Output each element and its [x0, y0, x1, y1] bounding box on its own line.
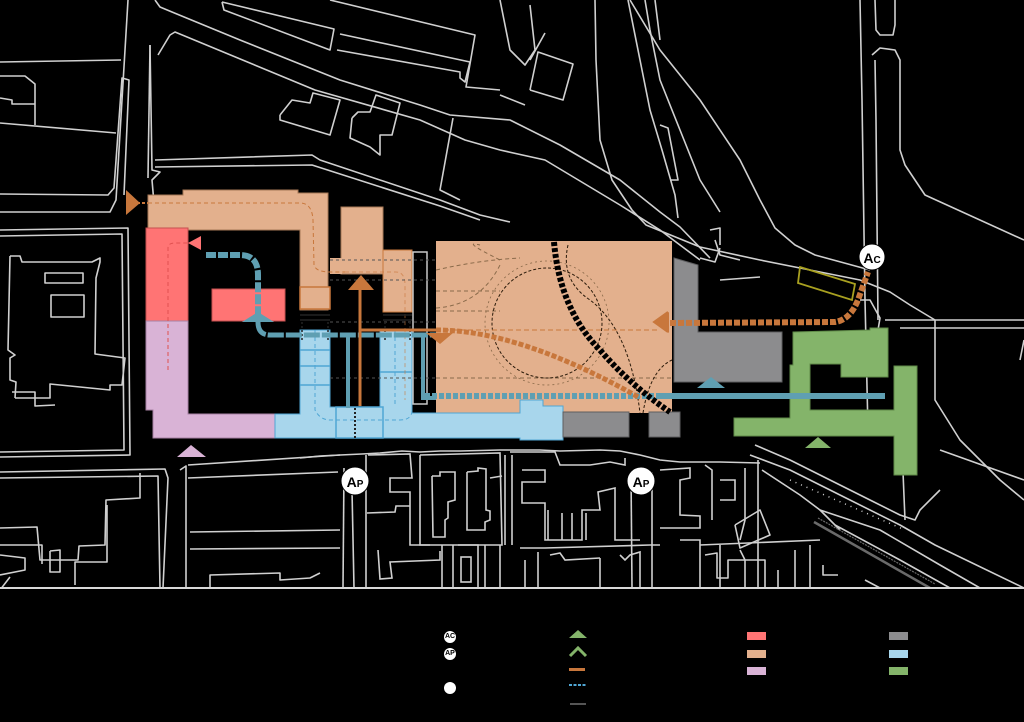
orange-arrow-down — [426, 333, 453, 344]
legend-flow-symbols — [568, 630, 588, 705]
orange-route-from-ac — [669, 270, 871, 326]
zone-grey-south-b — [648, 411, 681, 438]
legend-green-chevron-icon — [568, 645, 588, 658]
interior-dashed-lines — [148, 202, 672, 421]
orange-route-diagonal — [435, 327, 642, 401]
legend-swatch-grey — [889, 632, 908, 640]
plaza-circles — [484, 244, 673, 414]
legend-grey-line-icon — [570, 703, 586, 705]
red-arrow-west — [188, 236, 201, 250]
green-arrow-up — [805, 437, 831, 448]
teal-arrow-up-east — [697, 377, 725, 388]
legend-swatch-lilac — [747, 667, 766, 675]
flow-arrows — [126, 190, 831, 457]
access-badges: AC AP AP — [340, 243, 886, 496]
orange-chevron-west-1 — [652, 311, 669, 333]
legend-ap-badge-icon: AP — [444, 648, 456, 660]
zone-peach-tower — [340, 206, 384, 275]
zone-red-courtyard-block — [211, 288, 286, 322]
legend-green-triangle-icon — [569, 630, 587, 638]
lilac-arrow-up — [177, 445, 206, 457]
flow-routes — [137, 202, 885, 415]
legend-swatch-red — [747, 632, 766, 640]
teal-route-courtyard — [206, 252, 261, 318]
legend-dot-icon — [444, 682, 456, 694]
orange-arrow-west-2 — [655, 312, 669, 333]
legend-swatch-lightblue — [889, 650, 908, 658]
teal-arrow-up — [242, 312, 274, 322]
railway-tracks — [789, 479, 936, 588]
zone-peach-central-square — [436, 241, 672, 413]
teal-route-internal — [255, 321, 436, 338]
south-blocks-linework — [299, 449, 761, 588]
orange-arrow-west — [126, 190, 140, 215]
zone-grey-east-block — [673, 257, 783, 383]
zone-grey-south-a — [562, 411, 630, 438]
legend-swatch-green — [889, 667, 908, 675]
access-badge-ac: AC — [858, 243, 886, 271]
zone-red-west-wing — [145, 227, 189, 322]
site-plan-map: AC AP AP — [0, 0, 1024, 588]
legend-swatch-peach — [747, 650, 766, 658]
legend: AC AP — [0, 589, 1024, 722]
access-badge-ap-west: AP — [340, 466, 370, 496]
zone-green-east — [733, 327, 918, 476]
map-legend-divider — [0, 587, 1024, 589]
connector-outline — [412, 251, 428, 405]
black-route-tram — [551, 241, 672, 415]
orange-arrow-up — [348, 275, 374, 290]
legend-orange-line-icon — [569, 668, 585, 671]
olive-parking-outline — [797, 265, 857, 302]
access-badge-ap-east: AP — [626, 466, 656, 496]
legend-ac-badge-icon: AC — [444, 631, 456, 643]
